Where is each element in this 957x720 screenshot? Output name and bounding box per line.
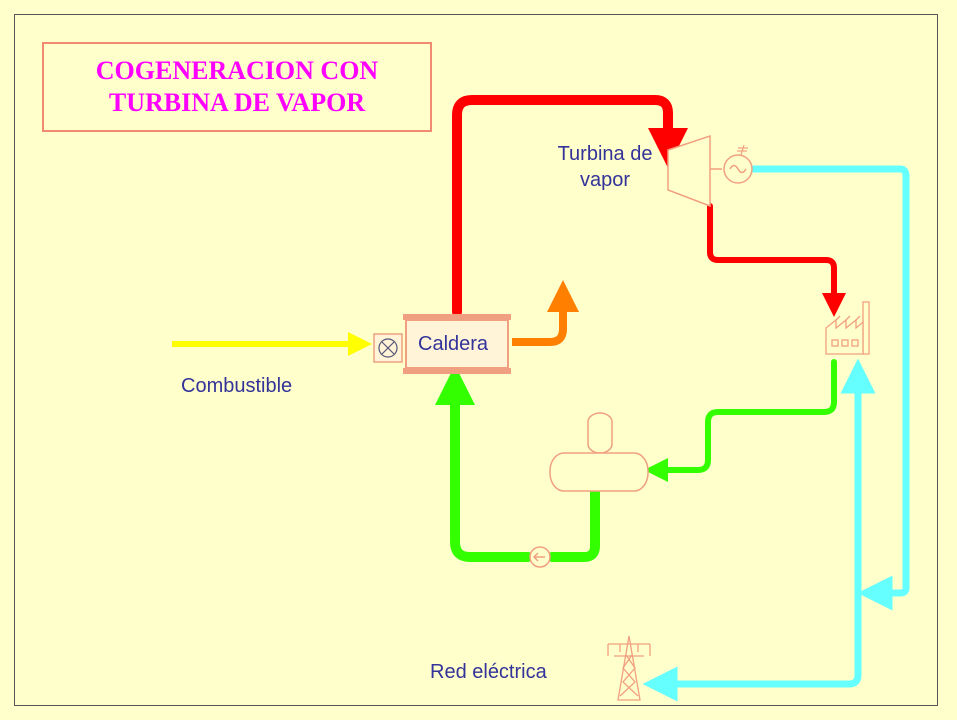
power-tower-icon [607,635,651,701]
title-line-2: TURBINA DE VAPOR [108,88,366,117]
turbine-label-line-1: Turbina de [557,143,653,165]
turbine [667,134,753,208]
tank-body [549,452,649,492]
title-line-1: COGENERACION CON [95,56,379,85]
grid-label: Red eléctrica [430,661,547,683]
turbine-label-line-2: vapor [579,169,631,191]
boiler-label: Caldera [418,333,489,355]
exhaust-arrow [512,280,579,346]
pump-to-boiler-line [435,365,533,562]
burner-icon [378,338,398,358]
junction-to-grid-line [642,596,862,702]
title-box: COGENERACION CON TURBINA DE VAPOR [42,42,432,132]
turbine-icon [667,134,711,208]
condenser-tank [549,412,649,492]
tank-dome [587,412,613,454]
steam-lines [452,95,688,317]
boiler [373,314,511,374]
boiler-to-turbine-steam-line [452,95,688,317]
generator-to-junction-line [748,165,910,611]
condensate-lines [435,359,837,562]
tank-to-pump-line [547,485,600,562]
turbine-label: Turbina de vapor [546,141,664,193]
factory-icon [825,301,870,355]
pump-icon [529,546,551,568]
boiler-top-bar [403,314,511,320]
turbine-to-factory-steam-line [707,203,846,317]
factory-to-tank-line [644,359,837,482]
electricity-lines [642,165,910,702]
boiler-bottom-bar [403,368,511,374]
fuel-label: Combustible [181,375,293,397]
generator-ground-icon [737,144,748,156]
slide-frame [14,14,938,706]
